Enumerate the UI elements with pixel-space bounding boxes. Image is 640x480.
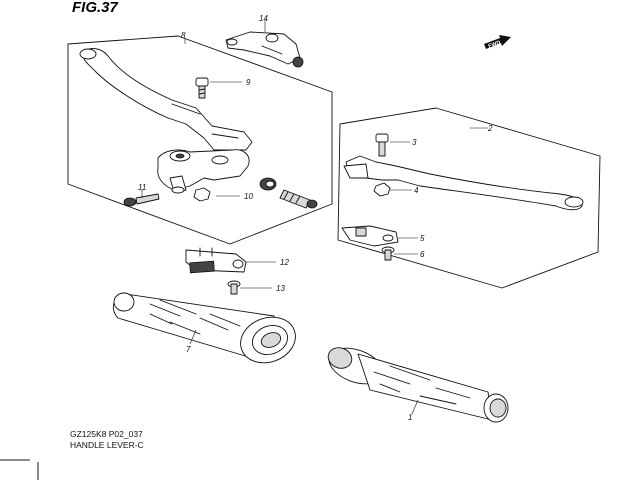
figure-name: HANDLE LEVER-C xyxy=(70,440,144,450)
figure-title: FIG.37 xyxy=(72,0,119,16)
brake-switch-5 xyxy=(341,225,399,247)
right-assembly-frame xyxy=(337,107,601,289)
screw-6 xyxy=(381,246,395,261)
callout-10: 10 xyxy=(244,192,253,201)
leader-1 xyxy=(411,399,419,415)
callout-1: 1 xyxy=(408,413,412,422)
callout-5: 5 xyxy=(420,234,425,243)
callout-14: 14 xyxy=(259,14,268,23)
callout-6: 6 xyxy=(420,250,425,259)
callout-8: 8 xyxy=(181,31,186,40)
forward-arrow-icon: FWD xyxy=(484,35,511,50)
clutch-lever xyxy=(79,48,253,151)
right-grip-1 xyxy=(327,347,509,423)
forward-label: FWD xyxy=(488,40,502,50)
callout-13: 13 xyxy=(276,284,285,293)
leader-7 xyxy=(189,329,197,345)
pivot-bolt-9 xyxy=(195,77,209,99)
clutch-switch-14 xyxy=(225,31,304,68)
left-assembly-frame xyxy=(67,35,333,245)
left-grip-7 xyxy=(112,292,296,364)
switch-12 xyxy=(185,247,247,274)
callout-12: 12 xyxy=(280,258,289,267)
callout-2: 2 xyxy=(487,124,493,133)
brake-lever xyxy=(343,155,584,211)
callout-9: 9 xyxy=(246,78,251,87)
callout-7: 7 xyxy=(186,345,191,354)
callout-11: 11 xyxy=(138,183,146,192)
lever-holder xyxy=(157,149,250,194)
callout-3: 3 xyxy=(412,138,417,147)
screw-13 xyxy=(227,280,241,295)
callout-4: 4 xyxy=(414,186,419,195)
locknut xyxy=(193,187,211,202)
nut-4 xyxy=(373,182,391,197)
cable-adjuster-10 xyxy=(259,177,318,209)
pivot-bolt-3 xyxy=(375,133,389,157)
screw-11 xyxy=(123,193,160,207)
figure-code: GZ125K8 P02_037 xyxy=(70,429,143,439)
